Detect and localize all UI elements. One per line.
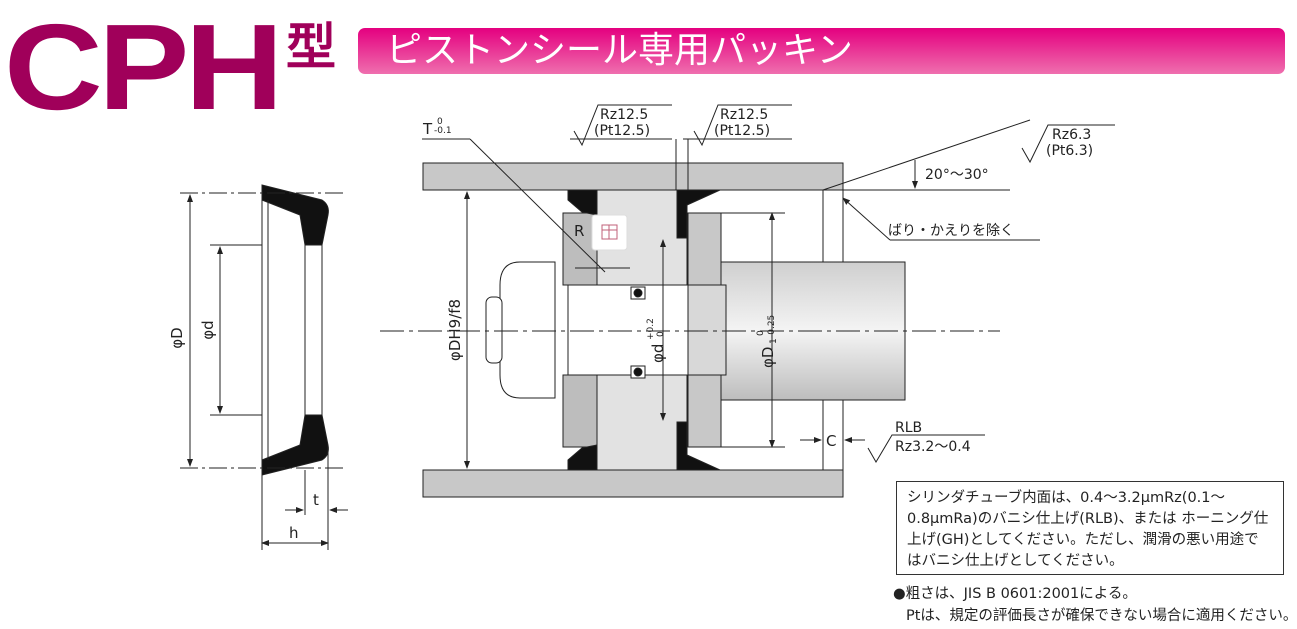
seal-cross-section: [180, 184, 348, 550]
h-label: h: [289, 524, 299, 542]
rod-upper: 0: [756, 330, 766, 336]
t-label: t: [313, 491, 319, 509]
groove-diameter-label: φd: [649, 344, 667, 363]
roughness-3-pt: (Pt6.3): [1046, 143, 1093, 159]
rod-diameter-label: φD: [759, 347, 777, 368]
rlb-label: RLB: [895, 420, 922, 436]
roughness-2-pt: (Pt12.5): [714, 123, 770, 139]
roughness-2: Rz12.5: [720, 107, 768, 123]
groove-lower: 0: [656, 331, 666, 337]
roughness-1: Rz12.5: [600, 107, 648, 123]
footnote-1: ●粗さは、JIS B 0601:2001による。: [893, 586, 1137, 602]
roughness-3: Rz6.3: [1052, 127, 1091, 143]
T-label: T: [422, 120, 433, 138]
footnote-2: Ptは、規定の評価長さが確保できない場合に適用ください。: [906, 608, 1297, 624]
R-label: R: [574, 222, 584, 240]
groove-upper: +0.2: [646, 318, 656, 340]
deburr-note: ばり・かえりを除く: [888, 223, 1014, 239]
rod-diameter-sub: 1: [769, 338, 779, 344]
type-suffix: 型: [286, 18, 336, 76]
C-label: C: [826, 432, 836, 450]
chamfer-angle: 20°～30°: [925, 167, 989, 183]
finish-note: シリンダチューブ内面は、0.4～3.2μmRz(0.1～0.8μmRa)のバニシ…: [896, 481, 1284, 575]
cylinder-assembly: [380, 104, 1115, 498]
table-icon[interactable]: [591, 214, 628, 251]
rod-lower: -0.25: [767, 315, 777, 338]
T-lower: -0.1: [434, 126, 452, 136]
bore-diameter-label: φDH9/f8: [446, 299, 464, 361]
T-upper: 0: [437, 117, 443, 127]
phi-d-label: φd: [199, 320, 217, 339]
title-banner: ピストンシール専用パッキン: [358, 28, 1285, 74]
roughness-4: Rz3.2～0.4: [895, 439, 971, 455]
model-name: CPH: [4, 0, 284, 135]
roughness-1-pt: (Pt12.5): [594, 123, 650, 139]
phi-D-label: φD: [168, 327, 186, 348]
